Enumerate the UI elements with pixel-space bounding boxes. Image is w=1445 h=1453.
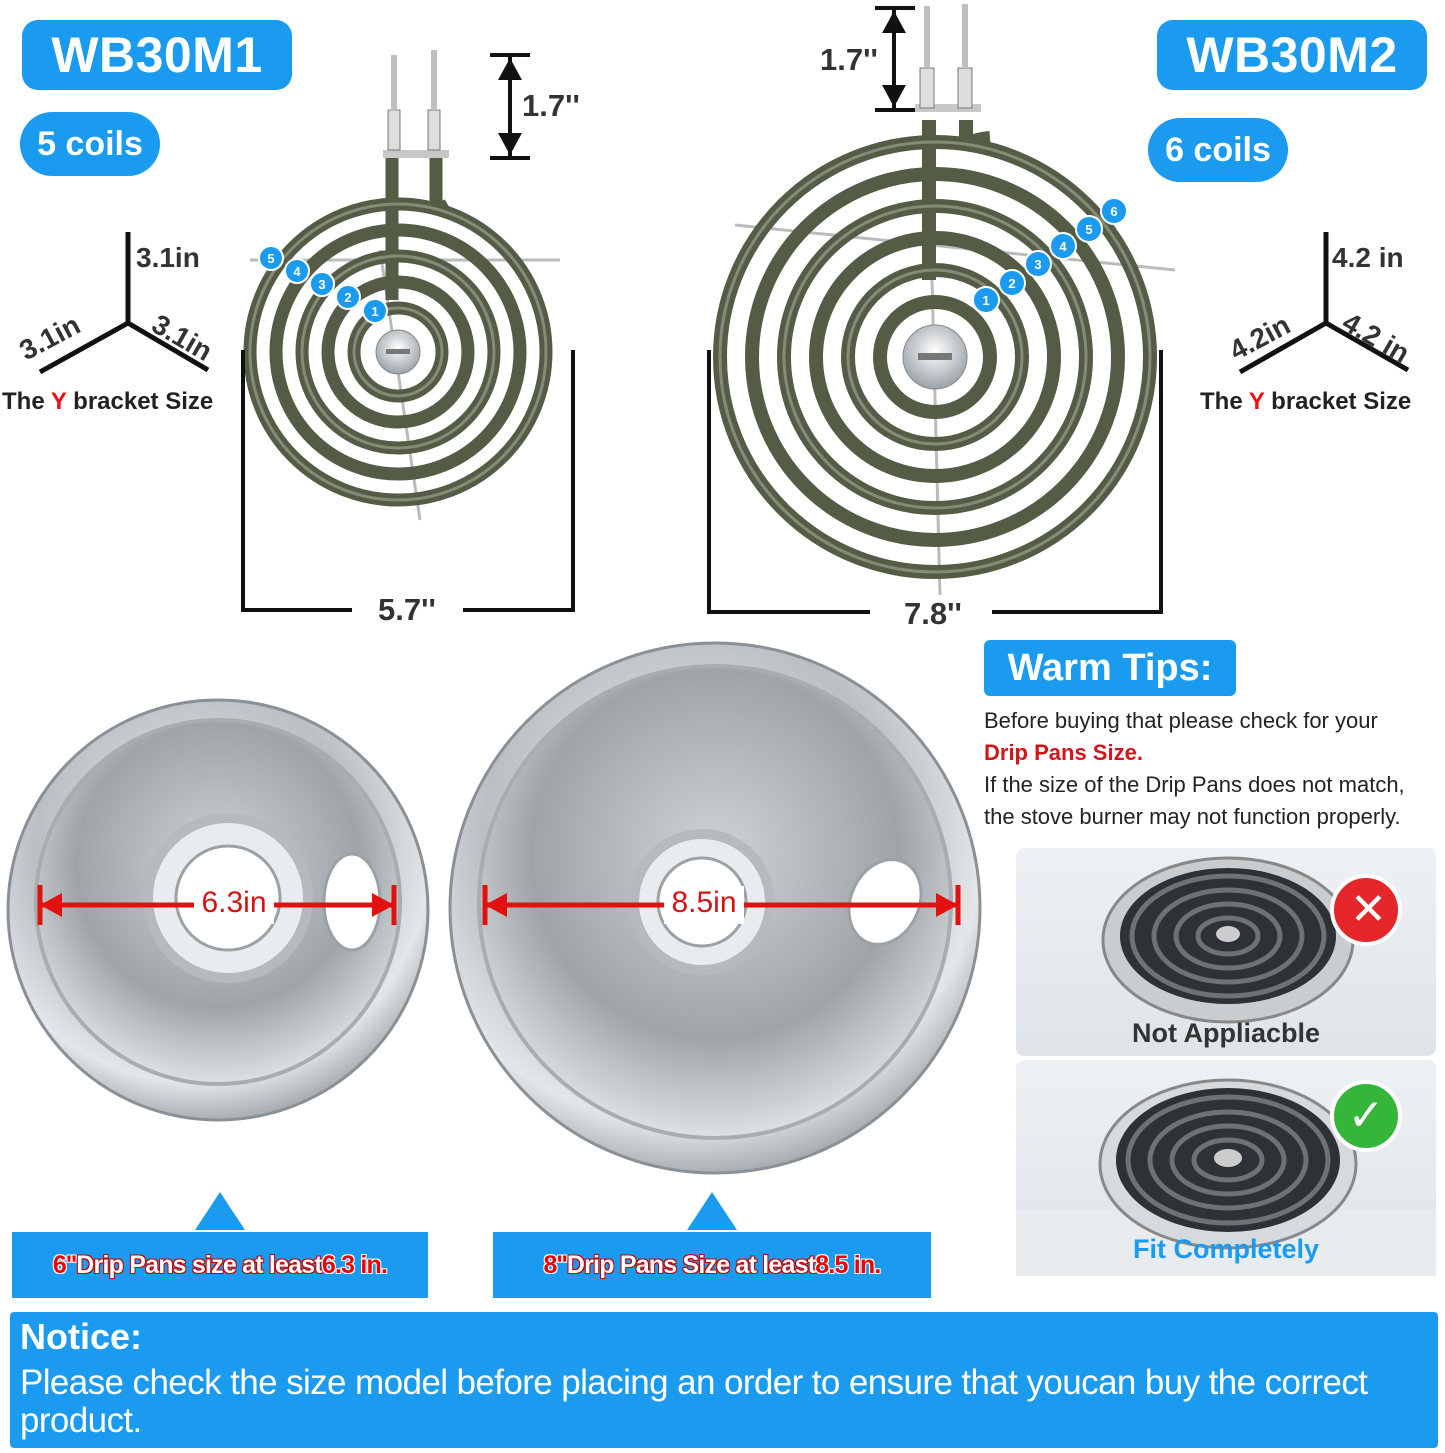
left-bracket-caption: The Y bracket Size	[2, 388, 214, 415]
warm-tips-line1: Before buying that please check for your	[984, 708, 1378, 733]
right-width: 7.8''	[904, 596, 962, 631]
burner-too-small-image	[1101, 856, 1402, 1024]
svg-text:4: 4	[293, 264, 301, 279]
right-terminal-height: 1.7''	[820, 42, 878, 77]
coil-wb30m1	[243, 50, 560, 521]
dim-lines-right	[707, 6, 1163, 614]
burner-fit-image	[1016, 1078, 1436, 1276]
drip-pan-8in	[448, 641, 982, 1175]
svg-text:2: 2	[1008, 276, 1015, 291]
right-bracket-caption: The Y bracket Size	[1200, 388, 1412, 415]
notice-body: Please check the size model before placi…	[20, 1363, 1368, 1440]
svg-text:2: 2	[344, 290, 351, 305]
drip-pan-6in-measure: 6.3in	[201, 886, 267, 919]
model-label-wb30m1: WB30M1	[22, 20, 292, 90]
drip-pan-8in-measure: 8.5in	[671, 886, 737, 919]
svg-text:5: 5	[267, 251, 274, 266]
left-width: 5.7''	[378, 592, 436, 627]
right-bracket-vertical: 4.2 in	[1332, 242, 1404, 273]
left-bracket-vertical: 3.1in	[136, 242, 200, 273]
warm-tips-line4: the stove burner may not function proper…	[984, 804, 1401, 829]
svg-text:1: 1	[982, 293, 989, 308]
svg-text:3: 3	[1034, 257, 1041, 272]
coils-badge-6: 6 coils	[1148, 118, 1288, 182]
drip-pan-6in	[6, 698, 430, 1122]
svg-text:3: 3	[318, 277, 325, 292]
svg-text:6: 6	[1110, 204, 1117, 219]
drip-pans	[6, 641, 982, 1230]
coil-numbers-left: 1 2 3 4 5	[258, 245, 388, 324]
check-icon: ✓	[1347, 1091, 1385, 1140]
left-terminal-height: 1.7''	[522, 88, 580, 123]
coil-numbers-right: 1 2 3 4 5 6	[972, 197, 1128, 314]
svg-text:4: 4	[1059, 239, 1067, 254]
warm-tips-drip-pans-size: Drip Pans Size.	[984, 740, 1143, 765]
not-applicable-caption: Not Appliacble	[1131, 1018, 1320, 1048]
cross-icon: ✕	[1350, 885, 1387, 934]
fit-completely-caption: Fit Completely	[1132, 1234, 1320, 1264]
y-bracket-left	[38, 232, 210, 375]
drip-pan-6in-label: 6'' Drip Pans size at least 6.3 in.	[12, 1232, 428, 1298]
warm-tips-title: Warm Tips:	[984, 640, 1236, 696]
svg-text:5: 5	[1085, 222, 1092, 237]
notice-banner: Notice: Please check the size model befo…	[10, 1312, 1438, 1448]
svg-text:1: 1	[371, 304, 378, 319]
coil-diagrams: 1 2 3 4 5	[38, 4, 1410, 614]
model-label-wb30m2: WB30M2	[1157, 20, 1427, 90]
example-not-applicable: ✕ Not Appliacble	[1016, 848, 1436, 1056]
drip-pan-8in-label: 8'' Drip Pans Size at least 8.5 in.	[493, 1232, 931, 1298]
warm-tips-line3: If the size of the Drip Pans does not ma…	[984, 772, 1405, 797]
notice-title: Notice:	[20, 1316, 143, 1357]
coil-wb30m2	[713, 4, 1176, 596]
y-bracket-right	[1238, 232, 1410, 375]
coils-badge-5: 5 coils	[20, 112, 160, 176]
example-fit-completely: ✓ Fit Completely	[1016, 1060, 1436, 1276]
